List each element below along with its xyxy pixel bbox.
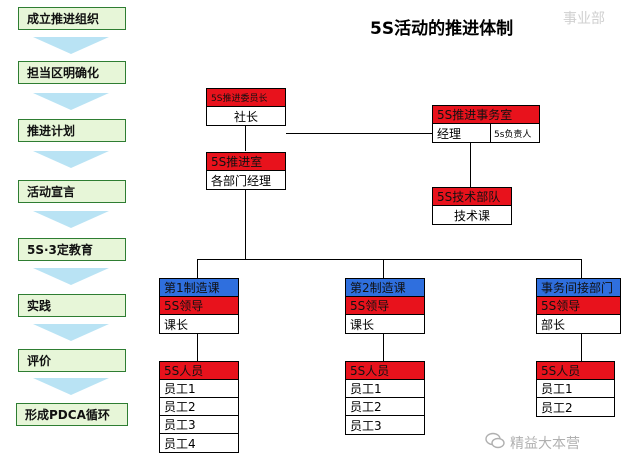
division-3-name: 事务间接部门 xyxy=(537,279,620,297)
staff-item: 员工3 xyxy=(350,418,382,433)
room-box: 5S推进室 各部门经理 xyxy=(206,152,286,190)
room-role: 各部门经理 xyxy=(211,173,272,188)
step-8: 形成PDCA循环 xyxy=(16,403,128,426)
step-arrow xyxy=(33,268,109,285)
connector xyxy=(581,333,582,361)
office-header: 5S推进事务室 xyxy=(433,106,539,124)
committee-box: 5S推进委员长 社长 xyxy=(206,88,286,126)
staff-item: 员工1 xyxy=(537,380,614,398)
connector xyxy=(197,333,198,361)
office-note: 5s负责人 xyxy=(494,129,532,140)
staff-item: 员工1 xyxy=(160,380,238,398)
connector xyxy=(383,259,384,278)
tech-role: 技术课 xyxy=(453,208,490,223)
connector xyxy=(245,189,246,259)
step-6: 实践 xyxy=(18,294,126,317)
division-2-lead: 5S领导 xyxy=(346,297,424,315)
step-5: 5S·3定教育 xyxy=(18,238,126,261)
division-3-box: 事务间接部门 5S领导 部长 xyxy=(536,278,621,334)
step-3: 推进计划 xyxy=(18,119,126,142)
wechat-icon xyxy=(485,432,505,449)
step-arrow xyxy=(33,324,109,341)
division-2-staff-header: 5S人员 xyxy=(346,362,424,380)
step-7: 评价 xyxy=(18,349,126,372)
staff-item: 员工2 xyxy=(346,398,424,416)
division-2-staff-box: 5S人员 员工1 员工2 员工3 xyxy=(345,361,425,435)
staff-item: 员工2 xyxy=(160,398,238,416)
office-role: 经理 xyxy=(433,124,491,142)
step-arrow xyxy=(33,378,109,395)
division-3-lead: 5S领导 xyxy=(537,297,620,315)
step-arrow xyxy=(33,93,109,110)
staff-item: 员工4 xyxy=(164,436,196,451)
step-2: 担当区明确化 xyxy=(18,61,126,84)
division-1-lead: 5S领导 xyxy=(160,297,238,315)
office-role-row: 经理 5s负责人 xyxy=(433,124,539,142)
connector xyxy=(197,259,198,278)
division-2-name: 第2制造课 xyxy=(346,279,424,297)
connector xyxy=(581,259,582,278)
division-3-staff-box: 5S人员 员工1 员工2 xyxy=(536,361,615,417)
connector xyxy=(197,259,582,260)
division-1-name: 第1制造课 xyxy=(160,279,238,297)
staff-item: 员工3 xyxy=(160,416,238,434)
committee-role: 社长 xyxy=(233,109,258,124)
step-arrow xyxy=(33,37,109,54)
division-1-staff-box: 5S人员 员工1 员工2 员工3 员工4 xyxy=(159,361,239,453)
division-1-box: 第1制造课 5S领导 课长 xyxy=(159,278,239,334)
connector xyxy=(470,141,471,187)
connector xyxy=(383,333,384,361)
room-header: 5S推进室 xyxy=(207,153,285,171)
watermark-top: 事业部 xyxy=(563,11,605,27)
tech-box: 5S技术部队 技术课 xyxy=(432,187,512,225)
staff-item: 员工2 xyxy=(541,400,573,415)
page-title: 5S活动的推进体制 xyxy=(370,19,514,39)
division-2-box: 第2制造课 5S领导 课长 xyxy=(345,278,425,334)
step-1: 成立推进组织 xyxy=(18,7,126,30)
division-3-role: 部长 xyxy=(541,317,566,332)
division-2-role: 课长 xyxy=(350,317,375,332)
step-arrow xyxy=(33,151,109,168)
committee-header: 5S推进委员长 xyxy=(207,89,285,107)
step-4: 活动宣言 xyxy=(18,180,126,203)
connector xyxy=(245,125,246,151)
division-3-staff-header: 5S人员 xyxy=(537,362,614,380)
tech-header: 5S技术部队 xyxy=(433,188,511,206)
division-1-role: 课长 xyxy=(164,317,189,332)
connector xyxy=(286,133,432,134)
office-box: 5S推进事务室 经理 5s负责人 xyxy=(432,105,540,143)
step-arrow xyxy=(33,211,109,228)
watermark-bottom: 精益大本营 xyxy=(510,436,580,452)
staff-item: 员工1 xyxy=(346,380,424,398)
division-1-staff-header: 5S人员 xyxy=(160,362,238,380)
